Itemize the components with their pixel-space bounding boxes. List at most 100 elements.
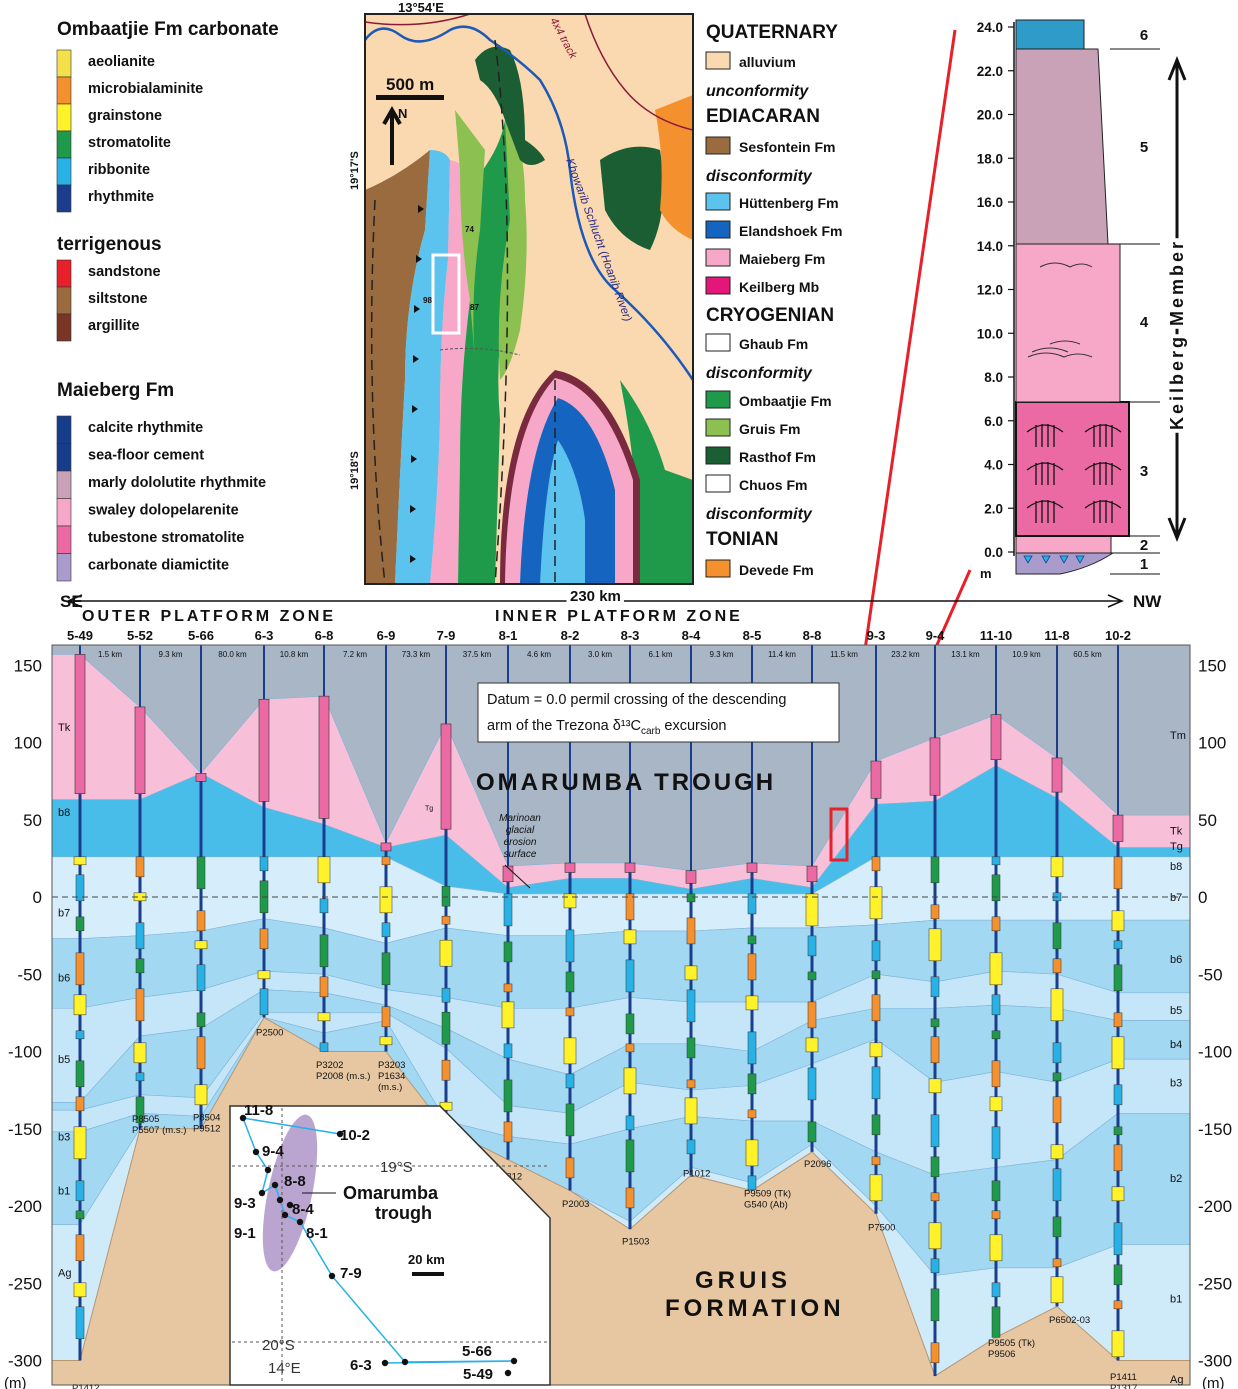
- maieberg-legend-item-swatch: [57, 471, 71, 499]
- legend-gruis: Gruis Fm: [739, 421, 800, 437]
- left-unit-label: b3: [58, 1131, 70, 1143]
- legend-ghaub: Ghaub Fm: [739, 336, 808, 352]
- maieberg-legend-item-label: carbonate diamictite: [88, 558, 229, 574]
- section-id-label: P6502-03: [1049, 1315, 1090, 1326]
- y-tick-right: -300: [1198, 1352, 1232, 1371]
- left-unit-label: Tk: [58, 722, 71, 734]
- section-column-label: 5-66: [188, 628, 214, 643]
- terrigenous-legend-item-label: sandstone: [88, 264, 161, 280]
- section-id-label: P3202: [316, 1060, 343, 1071]
- gruis-label-2: FORMATION: [665, 1295, 845, 1322]
- section-spacing-label: 4.6 km: [527, 650, 551, 659]
- inset-section-dot: [265, 1167, 271, 1173]
- keilberg-tick: 8.0: [984, 370, 1003, 385]
- y-tick-right: 0: [1198, 888, 1207, 907]
- y-tick-left: -300: [8, 1352, 42, 1371]
- section-column-label: 9-4: [926, 628, 946, 643]
- inset-section-dot: [329, 1273, 335, 1279]
- maieberg-legend-item-label: marly dololutite rhythmite: [88, 475, 266, 491]
- section-column-label: 7-9: [437, 628, 456, 643]
- keilberg-unit: m: [980, 566, 992, 581]
- terrigenous-legend-item-label: siltstone: [88, 291, 148, 307]
- right-unit-label: Ag: [1170, 1374, 1183, 1386]
- keilberg-tick: 6.0: [984, 414, 1003, 429]
- inset-section-label: 8-8: [284, 1173, 306, 1190]
- inset-section-dot: [382, 1360, 388, 1366]
- maieberg-legend-item-label: tubestone stromatolite: [88, 530, 244, 546]
- y-tick-right: -250: [1198, 1274, 1232, 1293]
- section-spacing-label: 80.0 km: [218, 650, 247, 659]
- section-id-label: P1411: [1110, 1372, 1137, 1383]
- keilberg-tick: 12.0: [977, 283, 1003, 298]
- y-tick-left: 100: [14, 734, 42, 753]
- inset-section-dot: [505, 1370, 511, 1376]
- section-column-label: 8-5: [743, 628, 762, 643]
- erosion-surface-label: surface: [504, 849, 537, 860]
- tg-small-label: Tg: [425, 805, 433, 812]
- section-column-label: 6-9: [377, 628, 396, 643]
- keilberg-tick: 24.0: [977, 20, 1003, 35]
- section-column-label: 8-1: [499, 628, 518, 643]
- right-unit-label: b3: [1170, 1077, 1182, 1089]
- inset-section-dot: [511, 1358, 517, 1364]
- nw-label: NW: [1133, 592, 1162, 611]
- gruis-label-1: GRUIS: [695, 1267, 791, 1294]
- y-tick-left: -100: [8, 1043, 42, 1062]
- section-column-label: 5-52: [127, 628, 153, 643]
- section-spacing-label: 60.5 km: [1073, 650, 1102, 659]
- map-lat-2: 19°18'S: [349, 451, 361, 490]
- map-lat-1: 19°17'S: [349, 151, 361, 190]
- legend-quaternary: QUATERNARY: [706, 22, 838, 43]
- map-dip-87: 87: [470, 303, 479, 312]
- keilberg-unit-number: 6: [1140, 27, 1148, 44]
- map-scale-bar: [376, 95, 444, 100]
- section-column-label: 8-2: [561, 628, 580, 643]
- section-id-label: P9509 (Tk): [744, 1188, 791, 1199]
- inset-lon-14: 14°E: [268, 1360, 301, 1377]
- legend-huttenberg: Hüttenberg Fm: [739, 195, 839, 211]
- terrigenous-legend-title: terrigenous: [57, 234, 162, 255]
- y-unit-right: (m): [1202, 1375, 1225, 1389]
- keilberg-column: 24.022.020.018.016.014.012.010.08.06.04.…: [977, 20, 1187, 581]
- inset-section-dot: [297, 1219, 303, 1225]
- section-id-label: P8504: [193, 1113, 220, 1124]
- section-spacing-label: 11.5 km: [830, 650, 858, 659]
- keilberg-tick: 20.0: [977, 108, 1003, 123]
- inset-lat-20: 20°S: [262, 1337, 295, 1354]
- y-tick-right: -100: [1198, 1043, 1232, 1062]
- inset-section-label: 5-66: [462, 1343, 492, 1360]
- section-column-label: 5-49: [67, 628, 93, 643]
- inset-section-dot: [277, 1197, 283, 1203]
- y-tick-left: 0: [33, 888, 42, 907]
- keilberg-member-label: Keilberg Member: [1167, 239, 1187, 430]
- inset-section-dot: [259, 1190, 265, 1196]
- right-unit-label: b8: [1170, 861, 1182, 873]
- section-id-label: P2003: [562, 1199, 589, 1210]
- maieberg-legend-item-swatch: [57, 526, 71, 554]
- distance-label: 230 km: [570, 588, 621, 605]
- section-id-label: P9512: [193, 1124, 220, 1135]
- keilberg-tick: 10.0: [977, 326, 1003, 341]
- map-legend: QUATERNARY alluvium unconformity EDIACAR…: [706, 22, 842, 578]
- ombaatjie-legend-title: Ombaatjie Fm carbonate: [57, 19, 279, 40]
- left-unit-label: Ag: [58, 1267, 71, 1279]
- inset-section-dot: [253, 1149, 259, 1155]
- inset-section-dot: [272, 1182, 278, 1188]
- y-unit-left: (m): [4, 1375, 27, 1389]
- map-top-coordinate: 13°54'E: [398, 0, 444, 15]
- section-spacing-label: 10.9 km: [1012, 650, 1041, 659]
- keilberg-tick: 16.0: [977, 195, 1003, 210]
- keilberg-tick: 4.0: [984, 458, 1003, 473]
- ombaatjie-legend-item-swatch: [57, 131, 71, 158]
- keilberg-tick: 0.0: [984, 545, 1003, 560]
- y-tick-right: 100: [1198, 734, 1226, 753]
- legend-disconformity-1: disconformity: [706, 168, 813, 185]
- left-unit-label: b6: [58, 972, 70, 984]
- ombaatjie-legend-item-swatch: [57, 104, 71, 131]
- y-tick-right: -50: [1198, 965, 1223, 984]
- right-unit-label: b5: [1170, 1005, 1182, 1017]
- maieberg-legend-item-label: sea-floor cement: [88, 448, 204, 464]
- section-id-label: P9506: [988, 1349, 1015, 1360]
- keilberg-tick: 22.0: [977, 64, 1003, 79]
